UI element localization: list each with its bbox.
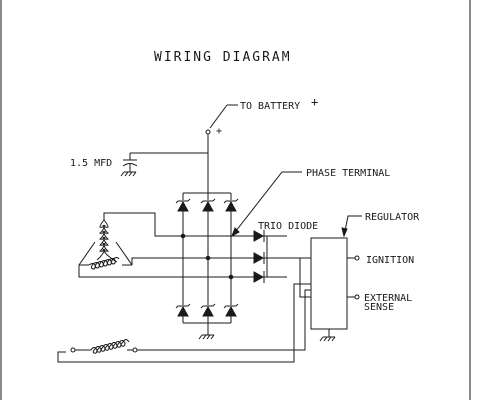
ignition-terminal-dot[interactable] [354, 255, 360, 261]
capacitor-ground-icon [120, 171, 137, 177]
trio-diode-2-icon [253, 252, 265, 264]
trio-diode-label: TRIO DIODE [258, 221, 318, 232]
trio-diode-3-icon [253, 271, 265, 283]
phase-terminal-leader [231, 171, 302, 237]
diode-lower-3-icon [223, 303, 239, 317]
regulator-label: REGULATOR [365, 212, 420, 223]
diode-upper-3-icon [223, 198, 239, 212]
diagram-title: WIRING DIAGRAM [154, 50, 292, 65]
regulator-box [310, 237, 348, 330]
trio-diode-1-icon [253, 230, 265, 242]
field-terminal-right-dot [132, 347, 138, 353]
rectifier-ground-icon [198, 334, 215, 340]
battery-switch-arm [209, 104, 228, 129]
phase-terminal-label: PHASE TERMINAL [306, 168, 390, 179]
ignition-label: IGNITION [366, 255, 414, 266]
diode-lower-2-icon [200, 303, 216, 317]
phase-wire-3 [78, 265, 287, 278]
field-return-wire [57, 283, 311, 363]
capacitor-plate-bottom [122, 163, 138, 167]
external-sense-label-line1: EXTERNAL [364, 293, 412, 304]
capacitor-label: 1.5 MFD [70, 158, 112, 169]
stator-winding-icon [78, 219, 133, 270]
diode-upper-2-icon [200, 198, 216, 212]
phase-wire-2 [131, 257, 287, 265]
regulator-leader [343, 215, 362, 237]
terminal-plus-sign: + [216, 126, 222, 137]
external-sense-label-line2: SENSE [364, 302, 394, 313]
phase-wire-1 [103, 212, 287, 237]
regulator-ground-icon [319, 336, 336, 342]
battery-label: TO BATTERY [240, 101, 300, 112]
diode-lower-1-icon [175, 303, 191, 317]
diode-upper-1-icon [175, 198, 191, 212]
battery-terminal-dot [205, 129, 211, 135]
battery-plus-sign: + [311, 95, 318, 109]
field-coil-icon [90, 339, 130, 354]
field-terminal-left-dot [70, 347, 76, 353]
external-sense-terminal-dot[interactable] [354, 294, 360, 300]
field-wire [137, 289, 311, 351]
